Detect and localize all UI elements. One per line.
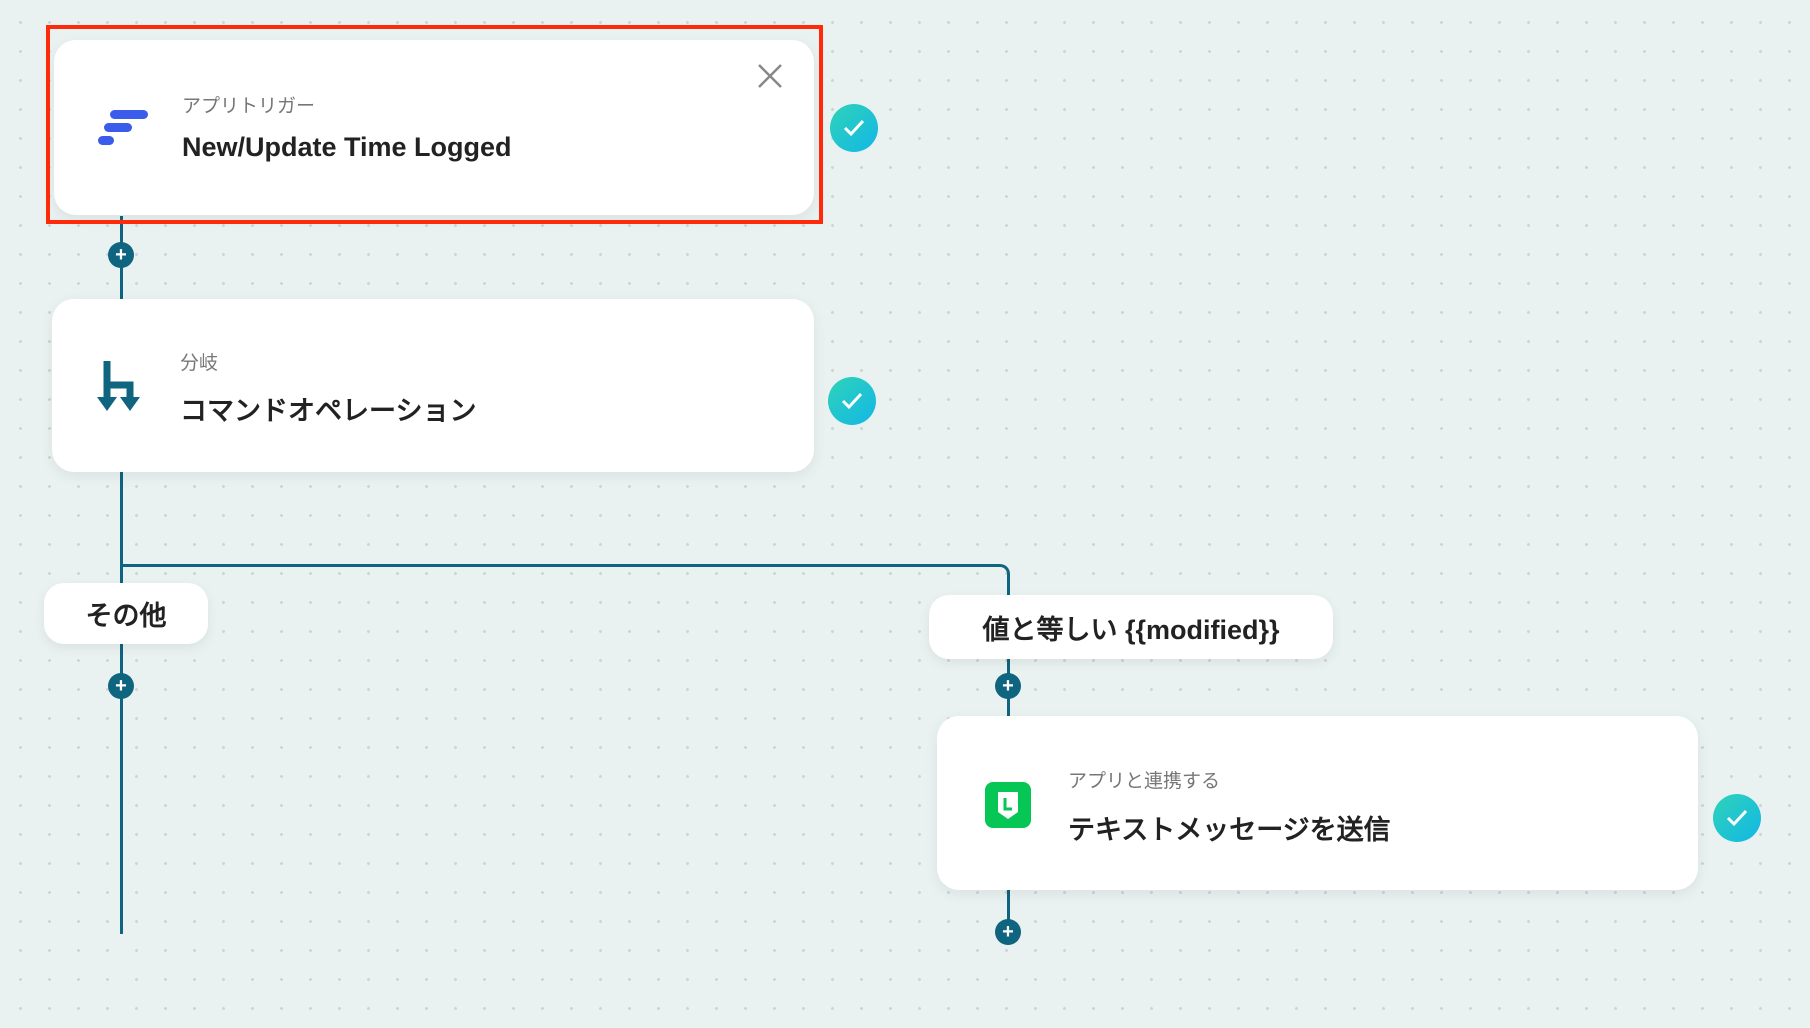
node-title: コマンドオペレーション bbox=[180, 396, 477, 426]
add-step-button[interactable]: + bbox=[995, 673, 1021, 699]
branch-connector-line bbox=[120, 564, 998, 567]
node-title: テキストメッセージを送信 bbox=[1068, 815, 1391, 845]
branch-node-card[interactable]: 分岐 コマンドオペレーション bbox=[52, 299, 814, 472]
node-type-label: アプリと連携する bbox=[1068, 771, 1221, 792]
add-step-button[interactable]: + bbox=[108, 242, 134, 268]
node-type-label: アプリトリガー bbox=[182, 96, 316, 117]
connector-line bbox=[1007, 888, 1010, 932]
node-type-label: 分岐 bbox=[180, 353, 219, 374]
close-icon[interactable] bbox=[754, 60, 786, 92]
branch-icon bbox=[96, 361, 146, 418]
branch-corner bbox=[985, 564, 1010, 597]
line-action-node-card[interactable]: アプリと連携する テキストメッセージを送信 bbox=[937, 716, 1698, 890]
line-app-icon bbox=[985, 782, 1031, 833]
node-title: New/Update Time Logged bbox=[182, 132, 512, 162]
trigger-node-card[interactable]: アプリトリガー New/Update Time Logged bbox=[54, 40, 814, 215]
check-icon bbox=[1713, 794, 1761, 842]
app-logo-icon bbox=[98, 110, 148, 153]
branch-label-other[interactable]: その他 bbox=[44, 583, 208, 644]
add-step-button[interactable]: + bbox=[108, 673, 134, 699]
connector-line bbox=[120, 472, 123, 934]
check-icon bbox=[830, 104, 878, 152]
selection-highlight bbox=[46, 25, 823, 224]
check-icon bbox=[828, 377, 876, 425]
add-step-button[interactable]: + bbox=[995, 919, 1021, 945]
branch-label-condition[interactable]: 値と等しい {{modified}} bbox=[929, 595, 1333, 659]
